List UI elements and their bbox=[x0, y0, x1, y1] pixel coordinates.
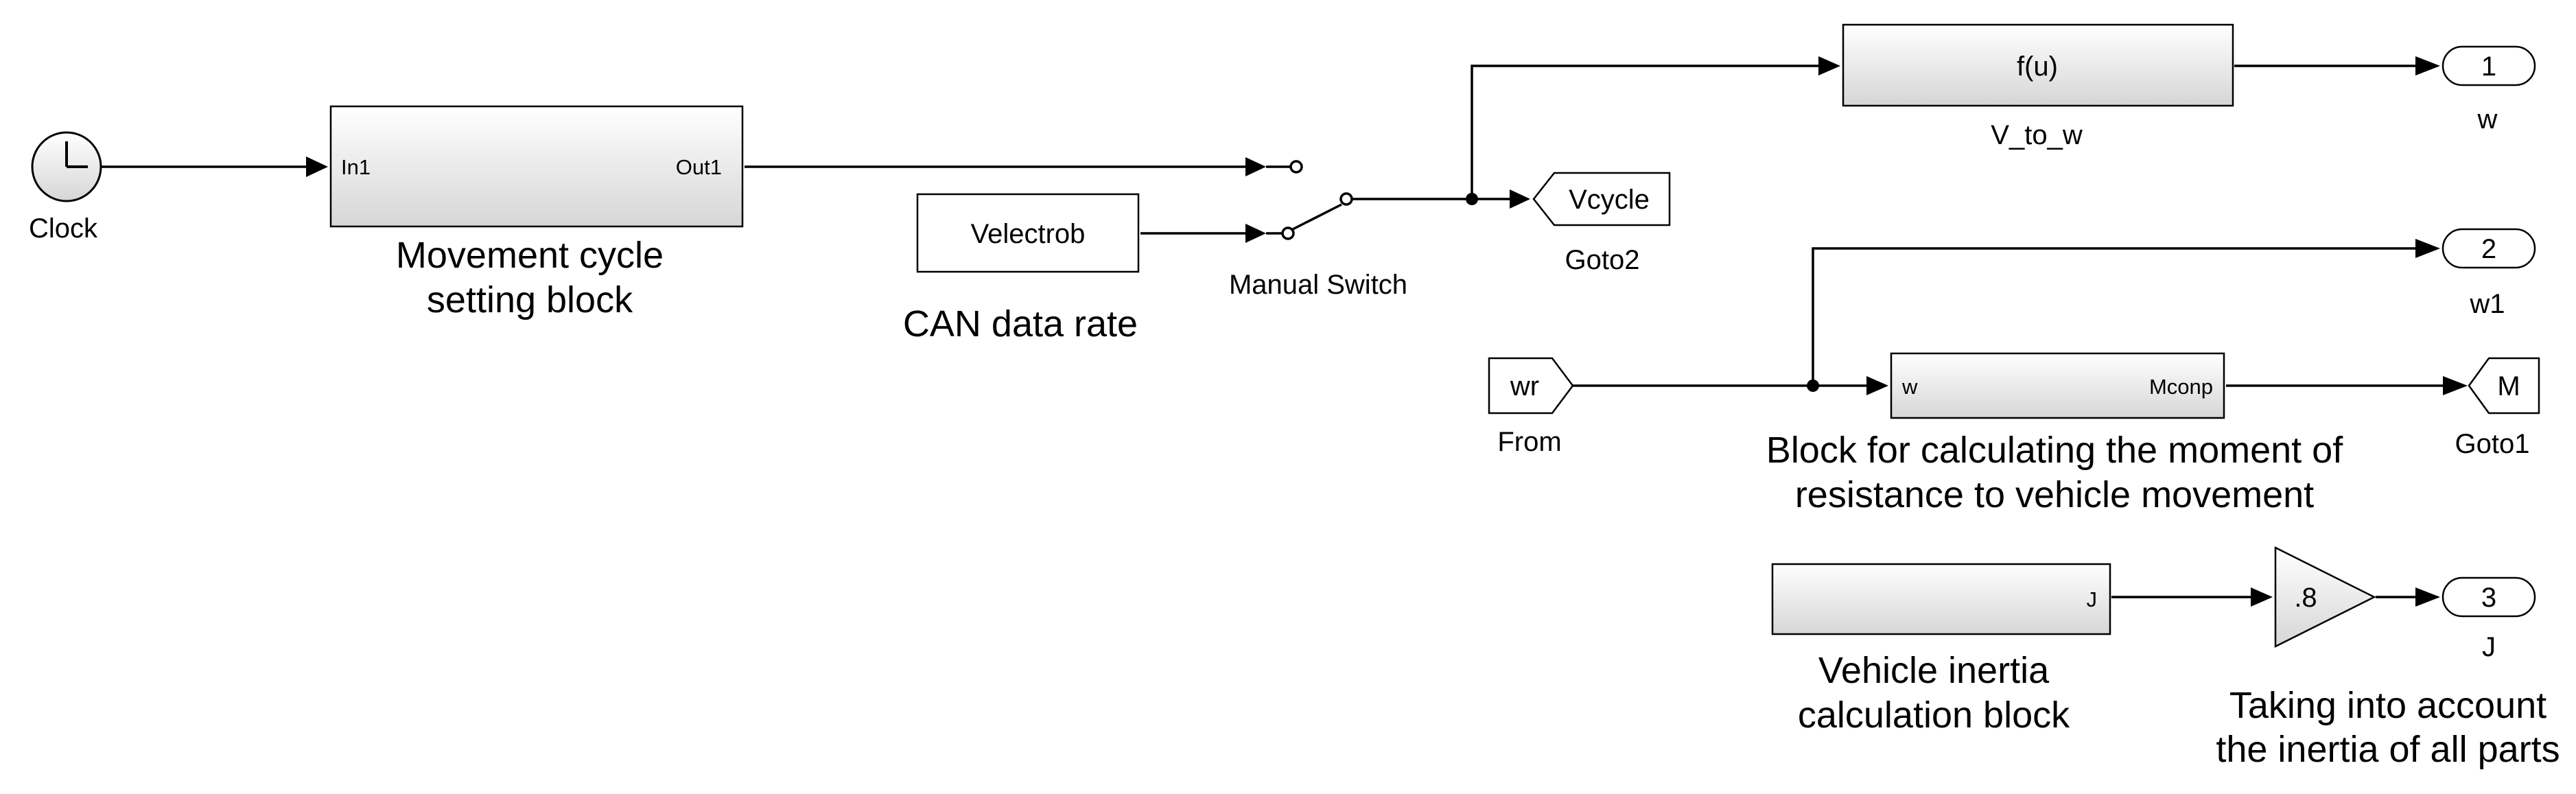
velectrob-caption: CAN data rate bbox=[903, 303, 1138, 345]
arrowhead bbox=[2443, 376, 2468, 395]
gain-caption-line2: the inertia of all parts bbox=[2216, 729, 2560, 770]
wire-branch-to-fcn[interactable] bbox=[1471, 65, 1818, 199]
switch-lever bbox=[1292, 203, 1342, 231]
velectrob-text: Velectrob bbox=[971, 219, 1086, 249]
movement-in-port-label: In1 bbox=[341, 155, 371, 179]
outport-1-label: w bbox=[2477, 104, 2498, 135]
goto2-label: Goto2 bbox=[1565, 245, 1640, 275]
outport-1[interactable] bbox=[2442, 45, 2536, 86]
clock-label: Clock bbox=[29, 213, 98, 244]
moment-in-port-label: w bbox=[1901, 375, 1918, 399]
arrowhead bbox=[1245, 224, 1266, 243]
movement-out-port-label: Out1 bbox=[676, 155, 722, 179]
switch-contact-top bbox=[1289, 160, 1303, 174]
clock-block[interactable] bbox=[31, 131, 102, 202]
goto1-label: Goto1 bbox=[2455, 429, 2530, 459]
gain-block[interactable] bbox=[2274, 546, 2376, 649]
wire-branch-to-out2[interactable] bbox=[1812, 247, 2415, 386]
from-label: From bbox=[1497, 427, 1561, 457]
fcn-block[interactable] bbox=[1842, 23, 2234, 107]
goto1-block[interactable] bbox=[2468, 357, 2540, 414]
manual-switch-block[interactable] bbox=[1266, 160, 1366, 240]
from-block[interactable] bbox=[1488, 357, 1574, 414]
outport-2[interactable] bbox=[2442, 228, 2536, 269]
outport-3-number: 3 bbox=[2481, 583, 2496, 613]
fcn-label: V_to_w bbox=[1991, 120, 2083, 150]
arrowhead bbox=[1818, 56, 1840, 75]
moment-block[interactable] bbox=[1890, 352, 2225, 419]
inertia-caption-line1: Vehicle inertia bbox=[1818, 650, 2050, 691]
signal-lines bbox=[102, 56, 2468, 607]
outport-2-label: w1 bbox=[2469, 289, 2505, 319]
gain-value: .8 bbox=[2294, 583, 2317, 613]
gain-caption-line1: Taking into account bbox=[2229, 685, 2546, 726]
movement-cycle-block[interactable] bbox=[329, 105, 744, 228]
outport-3[interactable] bbox=[2442, 576, 2536, 618]
junction-dot bbox=[1466, 193, 1478, 205]
velectrob-block[interactable] bbox=[916, 193, 1140, 273]
movement-caption-line1: Movement cycle bbox=[396, 235, 664, 276]
moment-caption-line1: Block for calculating the moment of bbox=[1766, 430, 2343, 471]
arrowhead bbox=[306, 156, 328, 177]
movement-caption-line2: setting block bbox=[427, 279, 633, 320]
manual-switch-label: Manual Switch bbox=[1229, 270, 1407, 300]
fcn-expression: f(u) bbox=[2017, 51, 2058, 82]
goto2-block[interactable] bbox=[1532, 172, 1671, 226]
inertia-caption-line2: calculation block bbox=[1798, 694, 2070, 736]
arrowhead bbox=[2415, 239, 2440, 258]
outport-3-label: J bbox=[2482, 632, 2496, 662]
outport-2-number: 2 bbox=[2481, 234, 2496, 264]
arrowhead bbox=[1510, 189, 1530, 209]
from-tag: wr bbox=[1510, 371, 1539, 401]
moment-caption-line2: resistance to vehicle movement bbox=[1795, 474, 2314, 515]
arrowhead bbox=[2415, 587, 2440, 607]
goto1-tag: M bbox=[2497, 371, 2520, 401]
outport-1-number: 1 bbox=[2481, 51, 2496, 82]
moment-out-port-label: Mconp bbox=[2149, 375, 2213, 399]
goto2-tag: Vcycle bbox=[1569, 185, 1650, 215]
inertia-out-port-label: J bbox=[2087, 587, 2098, 611]
arrowhead bbox=[1245, 157, 1266, 176]
arrowhead bbox=[1866, 376, 1888, 395]
inertia-block[interactable] bbox=[1771, 563, 2111, 635]
arrowhead bbox=[2251, 587, 2273, 607]
switch-contact-output bbox=[1339, 192, 1353, 206]
switch-contact-bottom bbox=[1281, 226, 1295, 240]
arrowhead bbox=[2415, 56, 2440, 75]
